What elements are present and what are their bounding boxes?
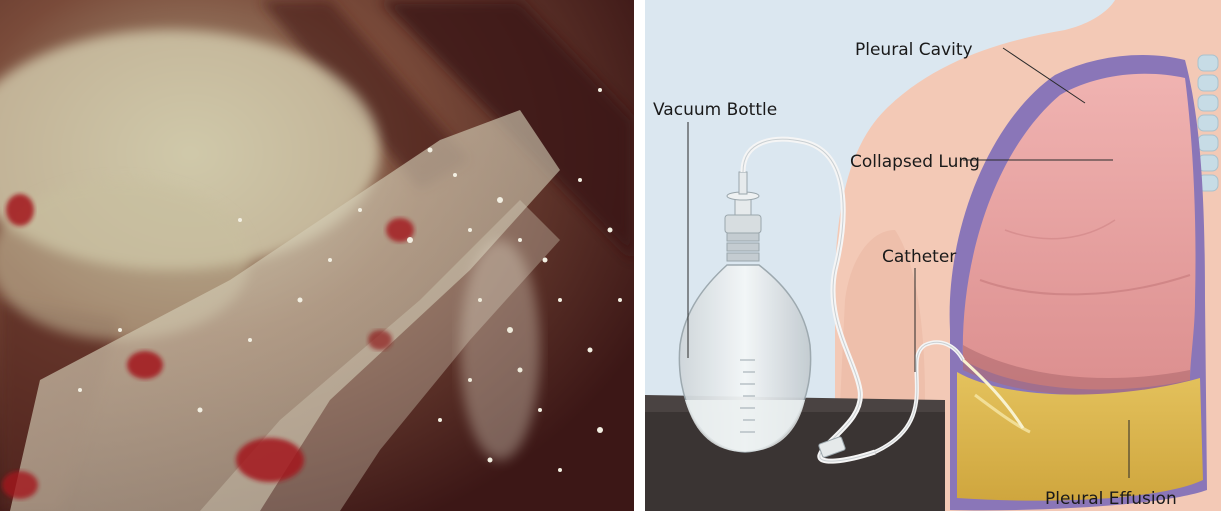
label-collapsed-lung: Collapsed Lung xyxy=(850,152,980,172)
table xyxy=(645,412,945,511)
label-pleural-effusion: Pleural Effusion xyxy=(1045,489,1177,509)
label-catheter: Catheter xyxy=(882,247,956,267)
powder-cloud xyxy=(460,240,540,460)
blood-spot xyxy=(127,351,163,379)
thoracoscopy-photo-svg xyxy=(0,0,634,511)
blood-spot xyxy=(236,438,304,482)
diagram-svg: Vacuum Bottle Pleural Cavity Collapsed L… xyxy=(645,0,1221,511)
pleural-drainage-diagram: Vacuum Bottle Pleural Cavity Collapsed L… xyxy=(645,0,1221,511)
blood-spot xyxy=(368,330,392,350)
thoracoscopy-photo xyxy=(0,0,634,511)
blood-spot xyxy=(2,471,38,499)
label-vacuum-bottle: Vacuum Bottle xyxy=(653,100,777,120)
blood-spot xyxy=(6,194,34,226)
label-pleural-cavity: Pleural Cavity xyxy=(855,40,973,60)
